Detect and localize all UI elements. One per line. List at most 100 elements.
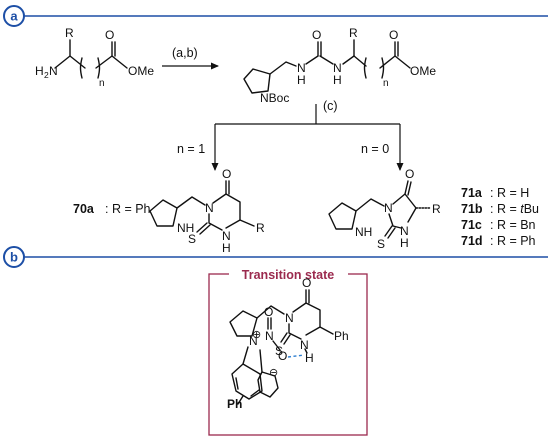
p71b-tail: Bu — [524, 202, 539, 216]
ts-ph-bottom: Ph — [227, 397, 242, 411]
int-n-index: n — [383, 78, 389, 89]
p71-variant-d: 71d : R = Ph — [461, 234, 536, 248]
ts-nh-link — [304, 348, 308, 354]
section-a-header: a — [3, 5, 548, 27]
product-70a: 70a : R = Ph NH N O S N H R — [73, 167, 265, 255]
int-alpha-bond — [342, 55, 355, 65]
p71-nh-n: N — [400, 224, 409, 238]
p71-variant-b: 71b : R = tBu — [461, 202, 539, 216]
p70-o: O — [222, 167, 231, 181]
p70-s: S — [188, 232, 196, 246]
int-bracket-right — [381, 57, 385, 79]
sm-amine-sub: 2 — [44, 70, 49, 80]
sm-amine-h: H — [35, 64, 44, 78]
p71d-desc: : R = Ph — [490, 234, 536, 248]
p70-ch2 — [176, 196, 206, 209]
p71a-desc: : R = H — [490, 186, 529, 200]
int-urea-bond-l — [305, 55, 319, 65]
ts-title: Transition state — [242, 268, 334, 282]
ts-n: N — [285, 311, 294, 325]
ts-nh-n: N — [300, 338, 309, 352]
ts-nitro-o-top: O — [264, 305, 273, 319]
ts-ring-b — [288, 323, 302, 340]
transition-state-panel: Transition state N N O S N Ph N ⊕ O O ⊖ … — [208, 265, 368, 436]
p71-ring-b — [388, 213, 402, 229]
p71b-desc-line: : R = tBu — [490, 202, 539, 216]
p70-ring-b — [208, 213, 223, 231]
p71-o: O — [405, 167, 414, 181]
ts-ph-bottom-bond — [237, 395, 244, 405]
int-bracket-left — [363, 57, 367, 79]
condition-n1: n = 1 — [177, 142, 205, 156]
int-nh-right-n: N — [333, 61, 342, 75]
int-urea-o: O — [312, 28, 321, 42]
p71-variant-list: 71a : R = H 71b : R = tBu 71c : R = Bn 7… — [461, 186, 539, 248]
int-pyrrolidine-ring — [243, 68, 271, 94]
sm-n-index: n — [99, 78, 105, 89]
ts-cs-2 — [283, 334, 291, 345]
p71-co — [404, 180, 409, 195]
p71-variant-c: 71c : R = Bn — [461, 218, 536, 232]
ts-ring-a — [292, 302, 321, 336]
ts-aryl-ring — [231, 363, 263, 400]
intermediate-urea: NBoc N H O N H R n O OMe — [243, 26, 436, 105]
int-ester-o: O — [389, 28, 398, 42]
sm-carbonyl-o: O — [105, 28, 114, 42]
p71b-desc: : R = — [490, 202, 520, 216]
ts-aryl-inner — [235, 377, 239, 390]
p70-r-bond — [239, 219, 255, 227]
ts-plus-charge: ⊕ — [252, 329, 261, 341]
p70-cs-2 — [199, 224, 211, 235]
int-ch2-link — [269, 61, 297, 75]
ts-styrene-ring — [257, 371, 279, 398]
int-chain-1 — [353, 55, 367, 67]
reagent-ab-label: (a,b) — [172, 46, 198, 60]
ts-pyrrolidine — [229, 310, 258, 337]
p71-n: N — [384, 201, 393, 215]
section-a-badge — [3, 5, 25, 27]
p71b-id: 71b — [461, 202, 483, 216]
ts-aryl-stem — [242, 346, 249, 365]
p71-co-2 — [407, 181, 412, 196]
step-ab-arrow: (a,b) — [162, 46, 219, 70]
int-ester-ome: OMe — [410, 64, 436, 78]
int-ester-chain — [379, 55, 411, 69]
p71-cs — [384, 225, 393, 237]
p70-nh-ring: NH — [177, 221, 194, 235]
ts-n-ring: N — [249, 334, 258, 348]
ts-aryl-inner-2 — [250, 389, 260, 397]
p71-r: R — [432, 202, 441, 216]
section-a-label: a — [10, 9, 18, 24]
p71c-id: 71c — [461, 218, 482, 232]
int-r-label: R — [349, 26, 358, 40]
p71c-desc: : R = Bn — [490, 218, 536, 232]
p71-pyrrolidine — [328, 202, 357, 230]
sm-ester-chain — [95, 55, 128, 69]
int-nh-left-h: H — [297, 73, 306, 87]
ts-ch2 — [256, 305, 285, 319]
p71a-id: 71a — [461, 186, 483, 200]
p71-s: S — [377, 237, 385, 251]
sm-bracket-left — [79, 57, 83, 79]
int-nh-right-h: H — [333, 73, 342, 87]
p71-cs-2 — [387, 227, 396, 239]
p70-r: R — [256, 221, 265, 235]
sm-ester-ome: OMe — [128, 64, 154, 78]
ts-s: S — [275, 344, 283, 358]
int-boc-label: NBoc — [260, 91, 289, 105]
ts-nitro-n: N — [265, 329, 274, 343]
ts-minus-charge: ⊖ — [269, 367, 278, 379]
ts-n-o-single — [272, 340, 281, 351]
product-71: NH N O S N H R 71a : R = H 71b : R = tBu… — [328, 167, 539, 251]
condition-n0: n = 0 — [361, 142, 389, 156]
p70-nh-h: H — [222, 241, 231, 255]
step-c-branch: (c) n = 1 n = 0 — [177, 99, 404, 171]
ts-cs — [280, 332, 288, 343]
ts-ph-bond — [319, 326, 334, 335]
p71-nh-ring: NH — [355, 225, 372, 239]
int-urea-bond-r — [319, 55, 334, 65]
sm-bracket-right — [97, 57, 101, 79]
section-b-badge — [3, 246, 25, 268]
int-nh-left-n: N — [297, 61, 306, 75]
